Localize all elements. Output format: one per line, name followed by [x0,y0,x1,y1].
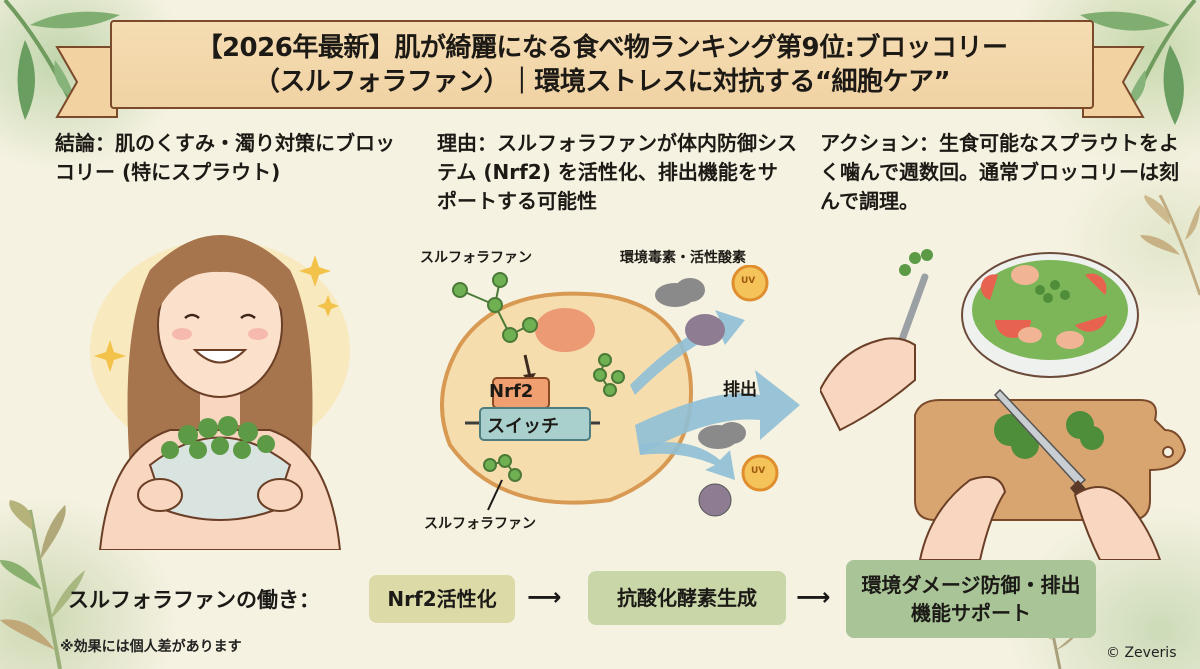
sulforaphane-label-bottom: スルフォラファン [424,516,536,532]
switch-label: スイッチ [487,416,559,437]
cell-diagram-illustration [440,265,800,517]
eating-and-cooking-illustration [820,249,1187,560]
flow-step-defense-excretion: 環境ダメージ防御・排出 機能サポート [846,560,1096,638]
flow-step-2-label: 抗酸化酵素生成 [617,586,757,610]
flow-step-3-line-2: 機能サポート [911,601,1031,625]
excretion-label: 排出 [723,380,757,400]
flow-arrow-icon: ⟶ [527,583,562,611]
disclaimer-note: ※効果には個人差があります [60,639,242,655]
flow-step-nrf2-activation: Nrf2活性化 [369,575,515,623]
title-line-2: （スルフォラファン）｜環境ストレスに対抗する“細胞ケア” [253,66,951,97]
threats-label: 環境毒素・活性酸素 [620,250,746,266]
woman-holding-sprouts-illustration [90,235,350,550]
conclusion-text: 結論：肌のくすみ・濁り対策にブロッコリー (特にスプラウト) [55,131,395,184]
flow-step-antioxidant-enzymes: 抗酸化酵素生成 [588,571,786,625]
flow-step-3-line-1: 環境ダメージ防御・排出 [861,573,1081,597]
reason-text: 理由：スルフォラファンが体内防御システム (Nrf2) を活性化、排出機能をサポ… [437,131,797,213]
leaf-branch-bottom-left-icon [0,500,85,669]
title-line-1: 【2026年最新】肌が綺麗になる食べ物ランキング第9位:ブロッコリー [196,32,1008,63]
copyright: © Zeveris [1106,645,1177,661]
uv-label-top: UV [741,276,756,286]
title-banner: 【2026年最新】肌が綺麗になる食べ物ランキング第9位:ブロッコリー （スルフォ… [55,15,1145,120]
nrf2-label: Nrf2 [489,381,534,402]
leaf-branch-top-left-icon [3,0,120,120]
uv-label-bottom: UV [751,466,766,476]
flow-arrow-icon: ⟶ [796,583,831,611]
banner-body: 【2026年最新】肌が綺麗になる食べ物ランキング第9位:ブロッコリー （スルフォ… [110,20,1094,109]
action-text: アクション：生食可能なスプラウトをよく噛んで週数回。通常ブロッコリーは刻んで調理… [820,131,1179,213]
flow-title: スルフォラファンの働き： [68,588,320,612]
flow-step-1-label: Nrf2活性化 [387,587,497,611]
leaf-branch-right-icon [1140,195,1200,296]
sulforaphane-label-top: スルフォラファン [420,250,532,266]
